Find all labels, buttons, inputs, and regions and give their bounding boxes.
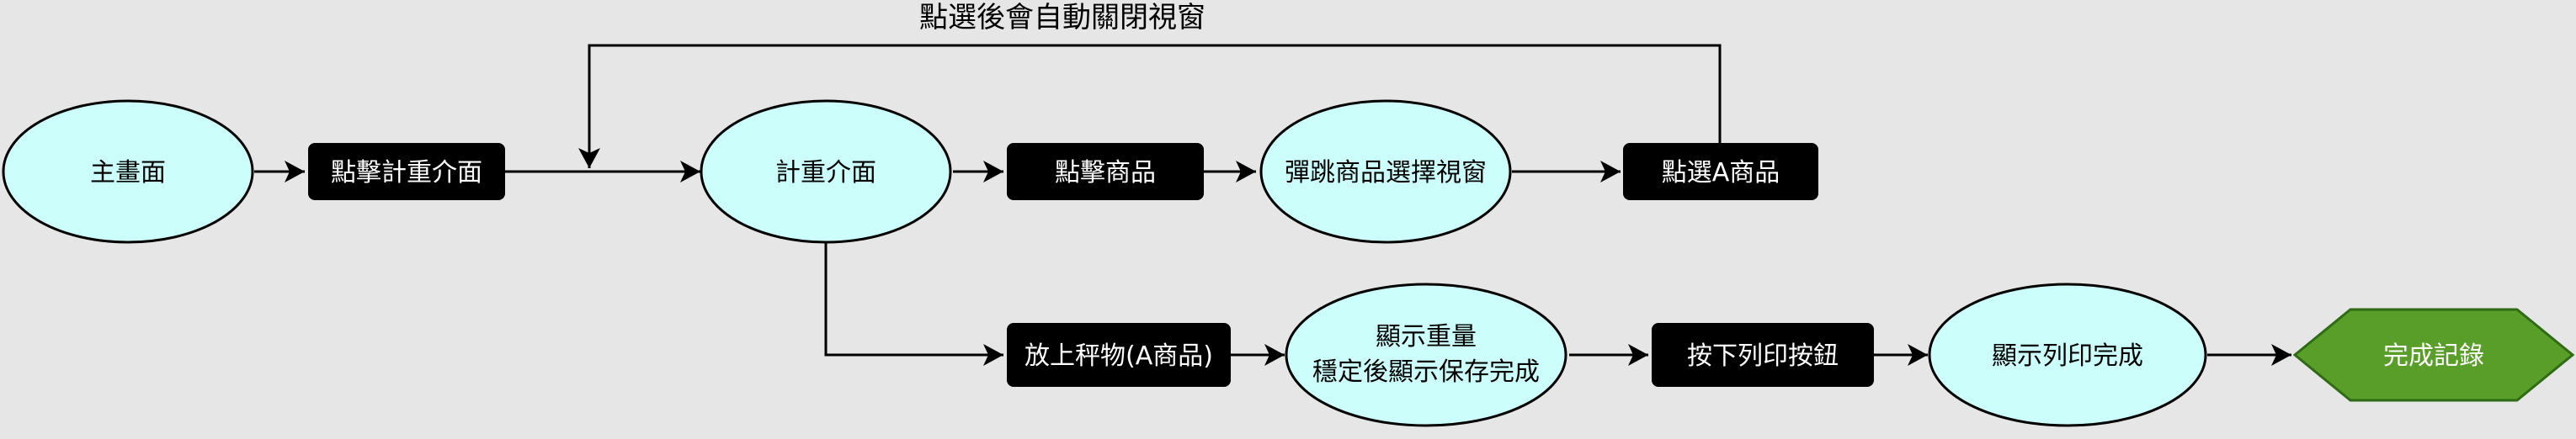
node-press-print: 按下列印按鈕 — [1652, 323, 1874, 387]
node-place-item: 放上秤物(A商品) — [1007, 323, 1231, 387]
node-select-a-label: 點選A商品 — [1662, 158, 1780, 188]
node-popup-window-label: 彈跳商品選擇視窗 — [1285, 158, 1487, 188]
node-print-done-label: 顯示列印完成 — [1992, 341, 2143, 371]
node-weighing-screen: 計重介面 — [700, 99, 952, 244]
node-click-weighing-label: 點擊計重介面 — [331, 158, 482, 188]
note-auto-close: 點選後會自動關閉視窗 — [919, 1, 1206, 34]
node-done-record-label: 完成記錄 — [2383, 341, 2484, 371]
node-weighing-screen-label: 計重介面 — [775, 158, 876, 188]
node-click-product-label: 點擊商品 — [1055, 158, 1156, 188]
node-show-weight-line1: 顯示重量 — [1376, 322, 1477, 352]
node-done-record: 完成記錄 — [2292, 308, 2575, 402]
node-click-weighing: 點擊計重介面 — [308, 143, 505, 200]
node-place-item-label: 放上秤物(A商品) — [1025, 341, 1213, 371]
node-main-screen: 主畫面 — [2, 99, 254, 244]
node-popup-window: 彈跳商品選擇視窗 — [1259, 99, 1512, 244]
node-main-screen-label: 主畫面 — [90, 158, 166, 188]
node-select-a: 點選A商品 — [1623, 143, 1818, 200]
node-print-done: 顯示列印完成 — [1928, 283, 2207, 427]
edge-weighing-to-place-item — [824, 242, 1003, 366]
node-show-weight-line2: 穩定後顯示保存完成 — [1312, 357, 1540, 387]
node-click-product: 點擊商品 — [1007, 143, 1204, 200]
edge-select-a-loop-back — [578, 44, 1722, 168]
node-show-weight: 顯示重量 穩定後顯示保存完成 — [1285, 283, 1567, 427]
node-press-print-label: 按下列印按鈕 — [1687, 341, 1839, 371]
